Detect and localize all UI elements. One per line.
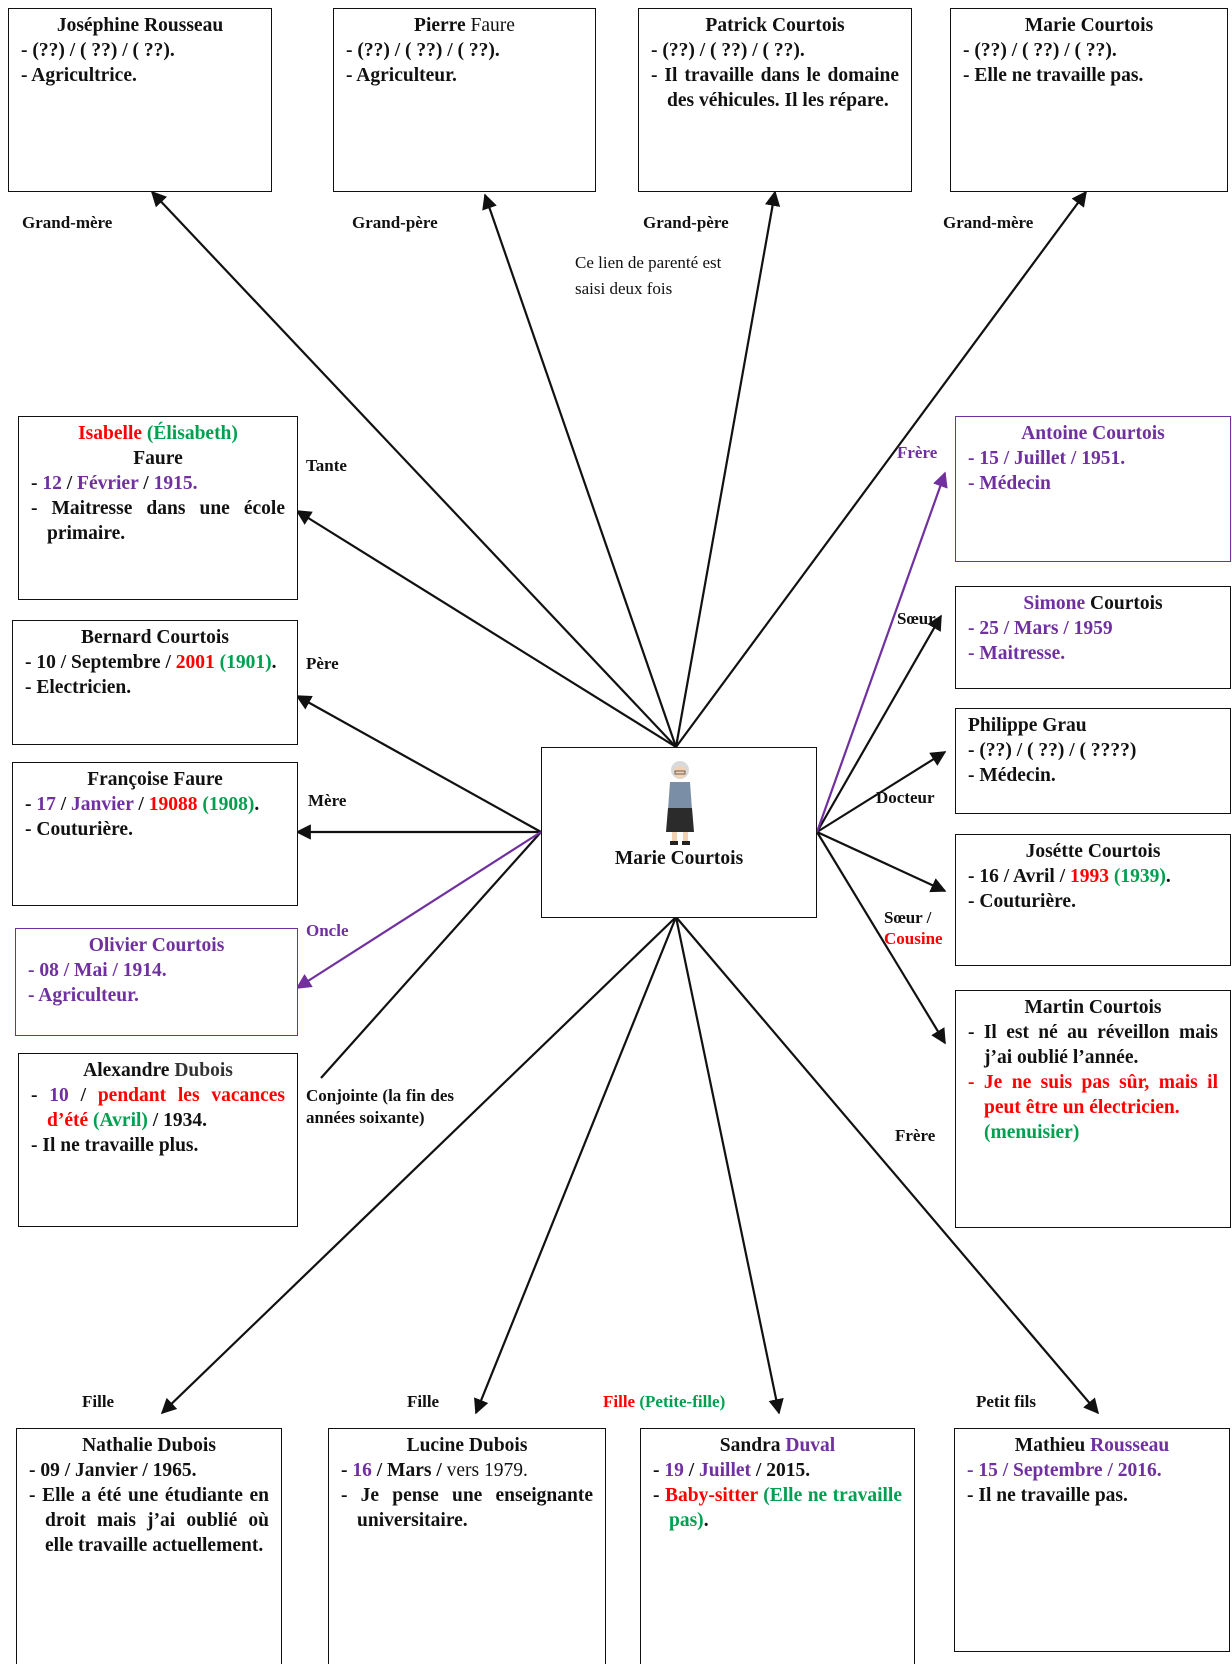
- person-name: Isabelle (Élisabeth): [78, 423, 238, 444]
- relation-label: Mère: [308, 791, 347, 810]
- relation-label: Sœur / Cousine: [884, 908, 943, 947]
- person-card-mathieu: Mathieu Rousseau - 15 / Septembre / 2016…: [954, 1428, 1230, 1652]
- link-doctor: [816, 751, 947, 833]
- link-aunt: [295, 510, 677, 748]
- link-father: [295, 695, 542, 833]
- person-name: Philippe Grau: [968, 715, 1087, 736]
- relation-label: Grand-mère: [943, 213, 1034, 232]
- link-grandfather-1: [482, 193, 678, 748]
- person-name: Joséphine Rousseau: [56, 15, 224, 36]
- person-card-martin: Martin Courtois - Il est né au réveillon…: [955, 990, 1231, 1228]
- person-name: Mathieu Rousseau: [1014, 1435, 1170, 1456]
- person-name: Bernard Courtois: [81, 627, 229, 648]
- link-daughter-3: [674, 916, 784, 1415]
- person-name: Simone Courtois: [1023, 593, 1163, 614]
- person-card-josephine: Joséphine Rousseau - (??) / ( ??) / ( ??…: [8, 8, 272, 192]
- person-name: Josétte Courtois: [1025, 841, 1161, 862]
- person-card-patrick: Patrick Courtois - (??) / ( ??) / ( ??).…: [638, 8, 912, 192]
- relation-label: Grand-mère: [22, 213, 113, 232]
- person-name: Sandra Duval: [719, 1435, 836, 1456]
- relation-label: Fille: [407, 1392, 440, 1411]
- link-daughter-2: [474, 916, 678, 1415]
- person-card-bernard: Bernard Courtois - 10 / Septembre / 2001…: [12, 620, 298, 745]
- person-card-olivier: Olivier Courtois - 08 / Mai / 1914. - Ag…: [15, 928, 298, 1036]
- person-card-isabelle: Isabelle (Élisabeth) Faure - 12 / Févrie…: [18, 416, 298, 600]
- person-name: Pierre Faure: [414, 15, 515, 36]
- person-card-sandra: Sandra Duval - 19 / Juillet / 2015. - Ba…: [640, 1428, 915, 1664]
- link-grandson: [675, 916, 1099, 1415]
- link-uncle: [295, 831, 542, 989]
- elderly-woman-icon: [666, 761, 694, 845]
- person-card-pierre: Pierre Faure - (??) / ( ??) / ( ??). - A…: [333, 8, 596, 192]
- person-card-philippe: Philippe Grau - (??) / ( ??) / ( ????) -…: [955, 708, 1231, 814]
- person-card-nathalie: Nathalie Dubois - 09 / Janvier / 1965. -…: [16, 1428, 282, 1664]
- person-card-josette: Josétte Courtois - 16 / Avril / 1993 (19…: [955, 834, 1231, 966]
- relation-label: Père: [306, 654, 339, 673]
- relation-label: Frère: [897, 443, 938, 462]
- person-name: Nathalie Dubois: [82, 1435, 216, 1456]
- person-name: Antoine Courtois: [1021, 423, 1165, 444]
- link-grandfather-2: [674, 190, 781, 748]
- link-grandmother-1: [150, 190, 677, 748]
- relation-label: Grand-père: [352, 213, 438, 232]
- person-card-antoine: Antoine Courtois - 15 / Juillet / 1951. …: [955, 416, 1231, 562]
- person-card-alexandre: Alexandre Dubois - 10 / pendant les vaca…: [18, 1053, 298, 1227]
- relation-label: Tante: [306, 456, 347, 475]
- relation-label: Petit fils: [976, 1392, 1036, 1411]
- relation-label: Fille: [82, 1392, 115, 1411]
- person-card-francoise: Françoise Faure - 17 / Janvier / 19088 (…: [12, 762, 298, 906]
- relation-label: Grand-père: [643, 213, 729, 232]
- person-name: Olivier Courtois: [88, 935, 225, 956]
- person-card-marie-grandmother: Marie Courtois - (??) / ( ??) / ( ??). -…: [950, 8, 1228, 192]
- link-brother-2: [816, 831, 946, 1045]
- relation-label: Fille (Petite-fille): [603, 1392, 726, 1411]
- link-daughter-1: [160, 916, 677, 1415]
- person-name: Françoise Faure: [87, 769, 223, 790]
- relation-label: Frère: [895, 1126, 936, 1145]
- link-spouse: [320, 831, 542, 1079]
- relation-label-spouse: Conjointe (la fin des années soixante): [306, 1086, 454, 1127]
- person-name: Martin Courtois: [1024, 997, 1162, 1018]
- person-name: Lucine Dubois: [406, 1435, 528, 1456]
- center-person-name: Marie Courtois: [614, 848, 744, 869]
- person-card-lucine: Lucine Dubois - 16 / Mars / vers 1979. -…: [328, 1428, 606, 1664]
- center-person-card: Marie Courtois: [541, 747, 817, 918]
- person-name: Marie Courtois: [1024, 15, 1154, 36]
- person-name: Patrick Courtois: [705, 15, 845, 36]
- person-name: Alexandre Dubois: [83, 1060, 233, 1081]
- annotation-note: Ce lien de parenté est saisi deux fois: [575, 253, 722, 298]
- person-card-simone: Simone Courtois - 25 / Mars / 1959 - Mai…: [955, 586, 1231, 689]
- link-sister-cousin: [816, 831, 947, 893]
- relation-label: Sœur: [897, 609, 936, 628]
- link-grandmother-2: [675, 190, 1087, 748]
- link-brother-1: [815, 471, 948, 833]
- link-sister: [816, 614, 942, 833]
- relation-label: Docteur: [876, 788, 935, 807]
- relation-label: Oncle: [306, 921, 349, 940]
